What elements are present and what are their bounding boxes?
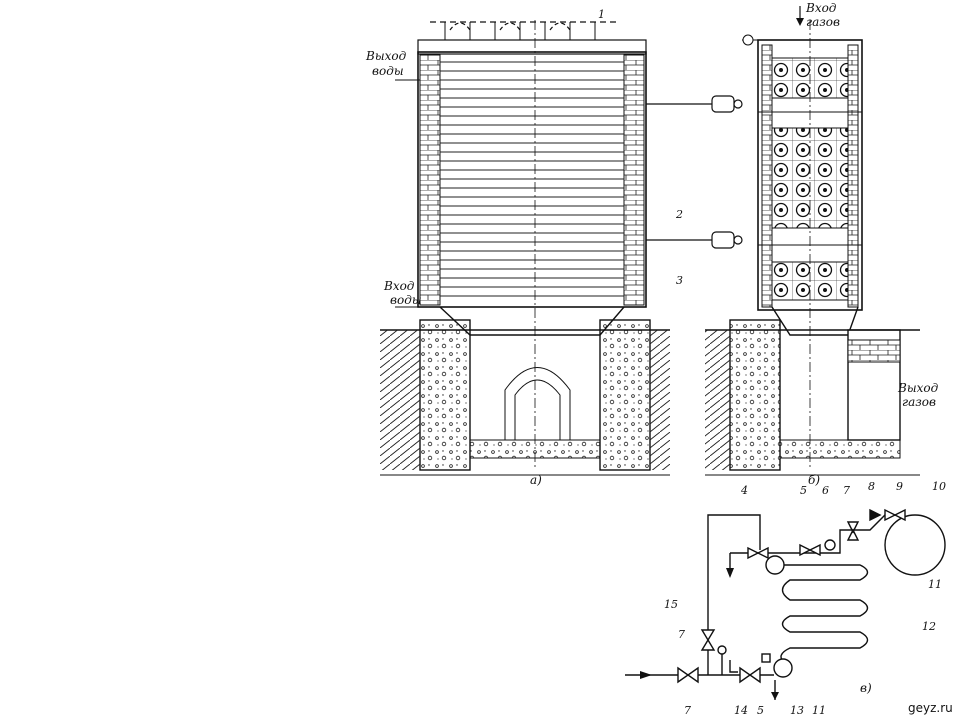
casing-outline [417,51,647,308]
figure-b-front-section [705,6,920,476]
callout-v-15: 15 [664,598,678,611]
callout-v-6: 6 [822,484,829,497]
gas-outlet-grate [847,339,901,363]
water-out-label-1: Выход [365,49,407,63]
callout-v-5-feed: 5 [757,704,764,717]
water-out-label-2: воды [372,64,404,78]
valve-5-top [799,543,821,557]
figure-b-label: б) [808,473,820,487]
callout-v-11-top: 11 [928,578,942,591]
callout-v-9: 9 [896,480,903,493]
callout-v-11-bottom: 11 [812,704,826,717]
figure-v-label: в) [860,681,872,695]
callout-v-7-bypass: 7 [678,628,685,641]
callout-v-14: 14 [734,704,748,717]
collector-11-bottom [773,658,793,678]
valve-8 [869,508,882,522]
water-in-label-1: Вход [383,279,415,293]
left-header-column [419,54,441,306]
soot-blower-valves [646,95,743,249]
figure-v-flow-schematic [625,508,946,700]
callout-v-12: 12 [922,620,936,633]
valve-7-top [846,521,860,541]
figure-v-callouts: 4 5 6 7 8 9 10 11 15 12 7 7 14 5 13 11 в… [664,480,946,717]
ground-hatch-a [380,330,420,470]
actuator-5 [761,653,771,663]
callout-v-5: 5 [800,484,807,497]
callout-v-7: 7 [843,484,850,497]
figure-a-label: а) [530,473,542,487]
valve-7-feed [677,666,699,684]
valve-9 [884,508,906,522]
valve-4 [747,546,769,560]
callout-v-7-feed: 7 [684,704,691,717]
right-header-column [623,54,645,306]
gauge-6 [824,539,836,551]
handwheel [742,34,758,46]
pressure-gauge [717,645,727,655]
callout-1: 1 [598,8,605,21]
gas-in-label-2: газов [806,15,840,29]
callout-2: 2 [675,208,683,221]
watermark: geyz.ru [908,701,953,715]
header-inlets [417,21,647,55]
foundation-base [469,439,601,459]
foundation-right [599,319,651,471]
gas-out-label-2: газов [902,395,936,409]
foundation-b-left [729,319,781,471]
valve-7-bypass [700,629,716,651]
callout-3: 3 [676,274,683,287]
ground-hatch-b [705,330,730,470]
callout-v-13: 13 [790,704,804,717]
horizontal-tube-bank [440,61,624,297]
gas-in-label-1: Вход [805,1,837,15]
foundation-left [419,319,471,471]
ash-pit-arch [504,367,571,440]
callout-v-8: 8 [868,480,875,493]
coil-12 [780,564,869,664]
ground-hatch-a2 [650,330,670,470]
valve-5-feed [739,666,761,684]
hopper-b [771,306,859,336]
collector-11-top [765,555,785,575]
water-in-label-2: воды [390,293,422,307]
gas-out-label-1: Выход [897,381,939,395]
brick-lining-right [847,44,859,308]
drum-10 [884,514,946,576]
figure-a-side-section [380,20,743,476]
callout-v-10: 10 [932,480,946,493]
foundation-b-base [779,439,901,459]
bypass-pipe [707,514,761,640]
brick-lining-left [761,44,773,308]
callout-v-4: 4 [740,484,748,497]
